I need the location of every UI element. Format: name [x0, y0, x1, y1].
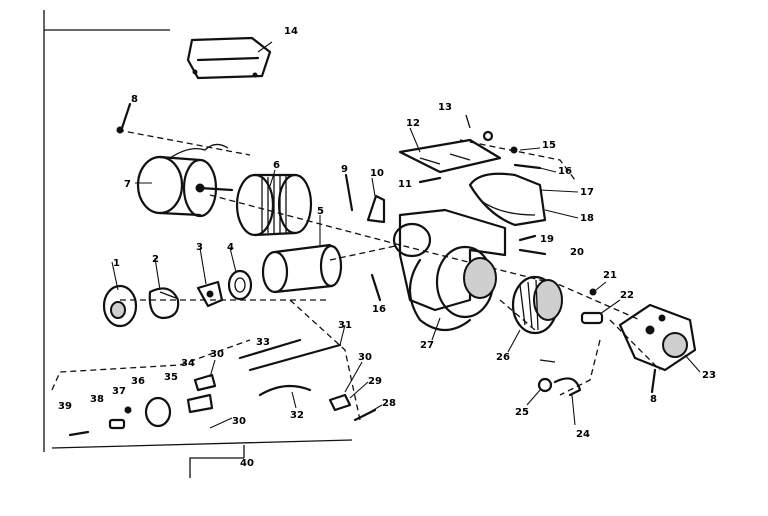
leader-lines	[111, 41, 701, 429]
part-16-screw-mid	[370, 273, 382, 302]
callout-20: 20	[570, 247, 584, 258]
part-38-nut	[108, 418, 126, 430]
callout-30-top: 30	[210, 349, 224, 360]
callout-26: 26	[496, 352, 510, 363]
part-10-clip	[366, 194, 386, 224]
callout-24: 24	[576, 429, 590, 440]
part-13-nut	[465, 114, 494, 142]
part-8-screw-bottom	[650, 368, 657, 394]
part-15-screw	[510, 146, 518, 154]
callout-19: 19	[540, 234, 554, 245]
callout-34: 34	[181, 358, 195, 369]
part-23-pump	[618, 303, 697, 372]
callout-31: 31	[338, 320, 352, 331]
part-17-18-housing-cover	[468, 172, 547, 227]
part-28-screw	[353, 408, 377, 422]
part-25-fitting	[537, 377, 553, 393]
callout-30-bottom: 30	[232, 416, 246, 427]
callout-22: 22	[620, 290, 634, 301]
part-31-rod	[248, 343, 342, 372]
callout-37: 37	[112, 386, 126, 397]
part-6-blower-wheel	[235, 173, 313, 237]
callout-35: 35	[164, 372, 178, 383]
callout-8-bottom: 8	[650, 394, 657, 405]
part-8-screw-top	[116, 102, 132, 134]
callout-9: 9	[341, 164, 348, 175]
callout-18: 18	[580, 213, 594, 224]
part-5-air-tube	[261, 243, 343, 294]
part-35-bracket	[186, 393, 214, 414]
part-21-nut	[589, 288, 597, 296]
part-36-disc	[144, 396, 172, 428]
callout-28: 28	[382, 398, 396, 409]
part-37-screw	[124, 406, 132, 414]
callout-15: 15	[542, 140, 556, 151]
callout-1: 1	[113, 258, 120, 269]
part-16-screw-top	[513, 163, 542, 170]
part-33-electrode-bar	[238, 338, 302, 360]
callout-7: 7	[124, 179, 131, 190]
callout-27: 27	[420, 340, 434, 351]
callout-13: 13	[438, 102, 452, 113]
part-9-screw	[344, 173, 354, 212]
callout-14: 14	[284, 26, 298, 37]
callout-11: 11	[398, 179, 412, 190]
callout-17: 17	[580, 187, 594, 198]
part-40-group-bracket	[51, 439, 353, 478]
part-26-flange	[511, 275, 563, 335]
part-34-clip	[193, 373, 217, 392]
callout-32: 32	[290, 410, 304, 421]
callout-16-top: 16	[558, 166, 572, 177]
callout-25: 25	[515, 407, 529, 418]
part-39-screw	[68, 430, 90, 437]
callout-38: 38	[90, 394, 104, 405]
part-12-plate	[398, 138, 502, 174]
callout-6: 6	[273, 160, 280, 171]
callout-30-right: 30	[358, 352, 372, 363]
part-32-tube	[258, 384, 312, 397]
alignment-lines	[51, 129, 661, 421]
callout-4: 4	[227, 242, 234, 253]
callout-33: 33	[256, 337, 270, 348]
part-19-screw	[518, 234, 537, 242]
callout-39: 39	[58, 401, 72, 412]
part-3-bracket	[196, 280, 224, 308]
part-20-screw	[518, 248, 547, 256]
callout-2: 2	[152, 254, 159, 265]
callout-16-mid: 16	[372, 304, 386, 315]
part-29-connector	[328, 393, 352, 412]
callout-12: 12	[406, 118, 420, 129]
part-11-screw	[418, 176, 442, 184]
part-2-ring	[148, 287, 180, 320]
part-7-motor	[136, 143, 234, 218]
part-24-electrode	[539, 359, 582, 397]
callout-29: 29	[368, 376, 382, 387]
callout-40: 40	[240, 458, 254, 469]
part-4-washer	[227, 269, 253, 301]
callout-3: 3	[196, 242, 203, 253]
part-27-burner-housing	[392, 208, 507, 332]
part-14-cover	[186, 36, 272, 80]
callout-labels: 1 2 3 4 5 6 7 8 8 9 10 11 12 13 14 15 16…	[58, 26, 716, 469]
part-1-ring	[102, 284, 138, 328]
callout-5: 5	[317, 206, 324, 217]
callout-8-top: 8	[131, 94, 138, 105]
callout-23: 23	[702, 370, 716, 381]
callout-21: 21	[603, 270, 617, 281]
callout-36: 36	[131, 376, 145, 387]
part-22-adapter	[580, 311, 604, 325]
callout-10: 10	[370, 168, 384, 179]
